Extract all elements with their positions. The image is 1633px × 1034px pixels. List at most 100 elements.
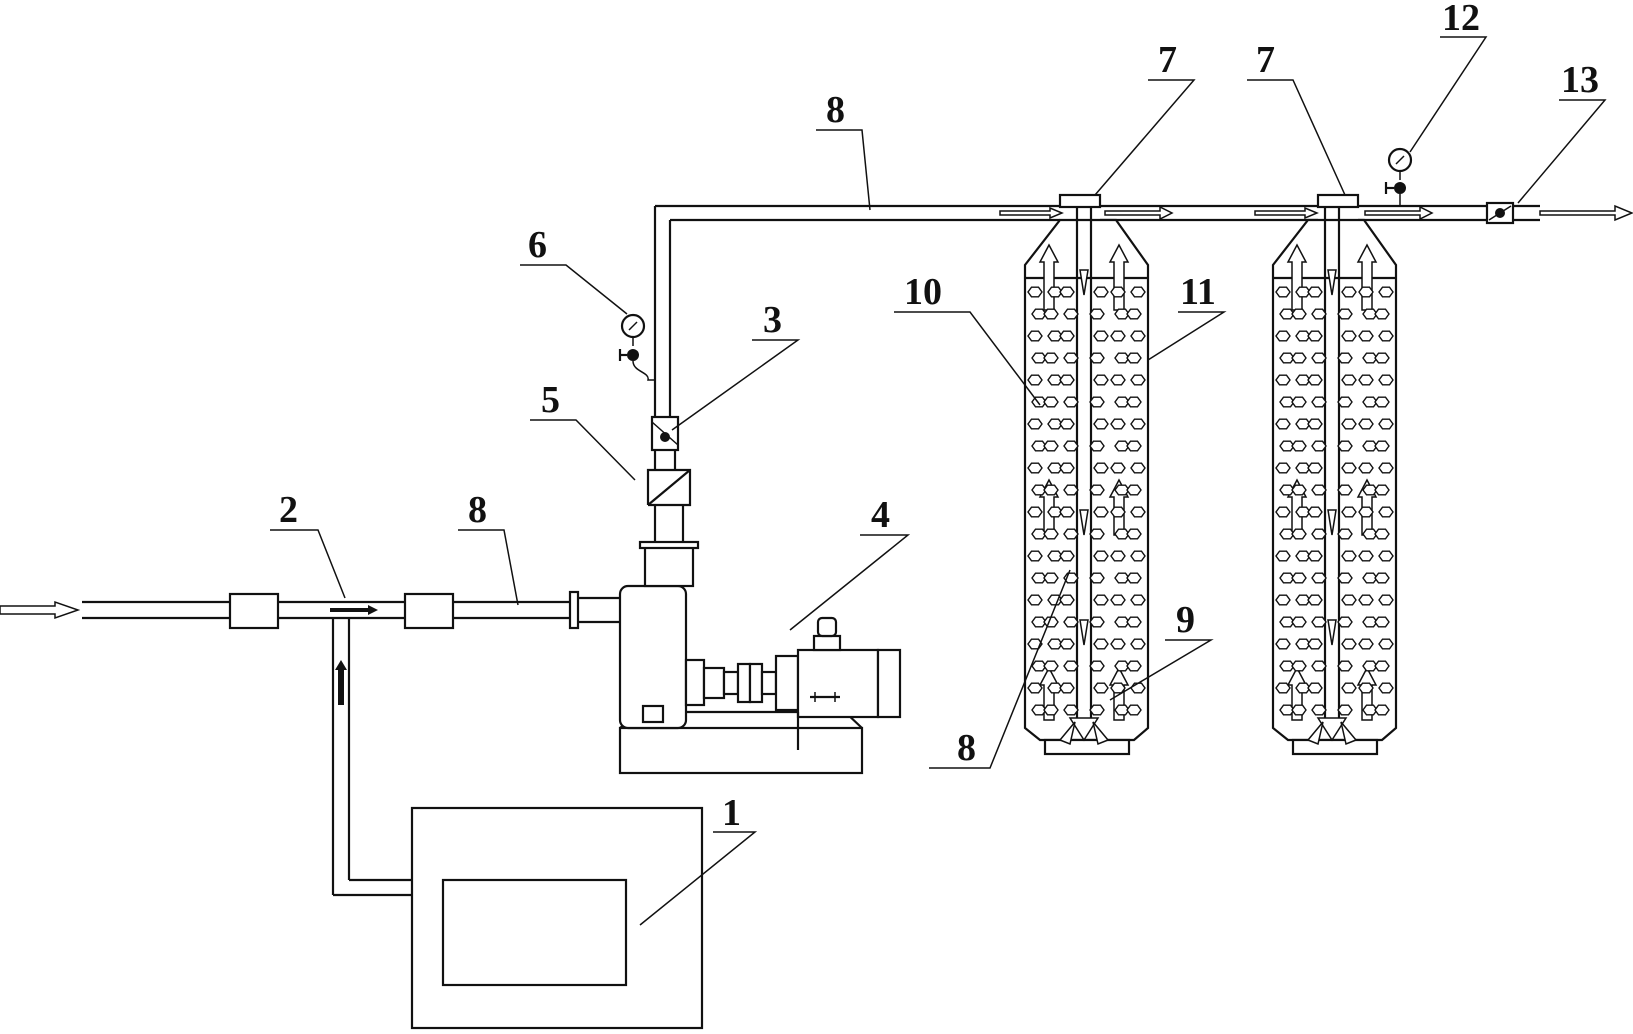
packing-hole: [1031, 308, 1047, 320]
packing-hole: [1337, 616, 1353, 628]
packing-hole: [1275, 506, 1291, 518]
label-flowmeter: 3: [763, 299, 782, 341]
packing-hole: [1027, 286, 1043, 298]
packing-hole: [1291, 616, 1307, 628]
packing-hole: [1374, 660, 1390, 672]
packing-hole: [1341, 682, 1357, 694]
packing-hole: [1043, 352, 1059, 364]
packing-hole: [1362, 308, 1378, 320]
label-gauge-pump: 6: [528, 224, 547, 266]
packing-hole: [1059, 638, 1075, 650]
packing-hole: [1027, 550, 1043, 562]
packing-hole: [1126, 396, 1142, 408]
packing-hole: [1374, 484, 1390, 496]
packing-hole: [1341, 550, 1357, 562]
packing-hole: [1378, 418, 1394, 430]
label-pipe-top: 8: [826, 89, 845, 131]
packing-hole: [1358, 374, 1374, 386]
packing-hole: [1291, 352, 1307, 364]
packing-hole: [1126, 616, 1142, 628]
packing-hole: [1110, 462, 1126, 474]
packing-hole: [1362, 352, 1378, 364]
packing-hole: [1130, 418, 1146, 430]
packing-hole: [1089, 572, 1105, 584]
packing-hole: [1047, 682, 1063, 694]
packing-hole: [1093, 286, 1109, 298]
label-pump: 4: [871, 494, 890, 536]
packing-hole: [1295, 286, 1311, 298]
packing-hole: [1275, 330, 1291, 342]
feed-arrow: [335, 660, 347, 705]
pressure-gauge-outlet: [1384, 147, 1413, 206]
pump-outlet: [638, 505, 700, 588]
packing-hole: [1378, 330, 1394, 342]
packing-hole: [1047, 462, 1063, 474]
packing-hole: [1114, 528, 1130, 540]
packing-hole: [1378, 286, 1394, 298]
packing-hole: [1341, 374, 1357, 386]
packing-hole: [1043, 572, 1059, 584]
packing-hole: [1362, 396, 1378, 408]
packing-hole: [1110, 286, 1126, 298]
packing-hole: [1110, 418, 1126, 430]
packing-hole: [1089, 616, 1105, 628]
packing-hole: [1110, 594, 1126, 606]
packing-hole: [1059, 286, 1075, 298]
packing-hole: [1059, 594, 1075, 606]
packing-hole: [1291, 484, 1307, 496]
packing-hole: [1114, 352, 1130, 364]
packing-hole: [1093, 638, 1109, 650]
packing-hole: [1279, 484, 1295, 496]
packing-hole: [1378, 638, 1394, 650]
packing-hole: [1295, 506, 1311, 518]
label-outlet-valve: 13: [1561, 59, 1599, 101]
packing-hole: [1031, 352, 1047, 364]
packing-hole: [1378, 594, 1394, 606]
packing-hole: [1358, 418, 1374, 430]
packing-hole: [1027, 594, 1043, 606]
packing-hole: [1279, 308, 1295, 320]
packing-hole: [1059, 682, 1075, 694]
packing-hole: [1362, 704, 1378, 716]
reactor-column-a: [1023, 193, 1150, 756]
outlet-valve: [1485, 201, 1515, 225]
tank: [410, 806, 704, 1030]
packing-hole: [1089, 660, 1105, 672]
packing-hole: [1275, 418, 1291, 430]
packing-hole: [1358, 506, 1374, 518]
packing-hole: [1031, 484, 1047, 496]
packing-hole: [1130, 462, 1146, 474]
packing-hole: [1047, 374, 1063, 386]
packing-hole: [1089, 528, 1105, 540]
packing-hole: [1291, 308, 1307, 320]
packing-hole: [1275, 682, 1291, 694]
packing-hole: [1307, 462, 1323, 474]
packing-hole: [1295, 594, 1311, 606]
packing-hole: [1362, 528, 1378, 540]
packing-hole: [1311, 572, 1327, 584]
packing-hole: [1130, 682, 1146, 694]
packing-hole: [1279, 704, 1295, 716]
check-valve: [646, 468, 692, 507]
packing-hole: [1378, 462, 1394, 474]
packing-hole: [1291, 396, 1307, 408]
packing-hole: [1089, 352, 1105, 364]
packing-hole: [1027, 374, 1043, 386]
packing-hole: [1341, 506, 1357, 518]
packing-hole: [1295, 374, 1311, 386]
packing-hole: [1275, 638, 1291, 650]
packing-hole: [1279, 396, 1295, 408]
packing-hole: [1110, 682, 1126, 694]
packing-hole: [1311, 308, 1327, 320]
packing-hole: [1295, 462, 1311, 474]
label-packing: 10: [904, 271, 942, 313]
packing-hole: [1295, 550, 1311, 562]
packing-hole: [1093, 594, 1109, 606]
mixer-couplings: [228, 592, 455, 630]
packing-hole: [1130, 638, 1146, 650]
flowmeter: [650, 415, 680, 470]
packing-hole: [1130, 594, 1146, 606]
packing-hole: [1093, 418, 1109, 430]
packing-hole: [1358, 286, 1374, 298]
packing-hole: [1378, 682, 1394, 694]
